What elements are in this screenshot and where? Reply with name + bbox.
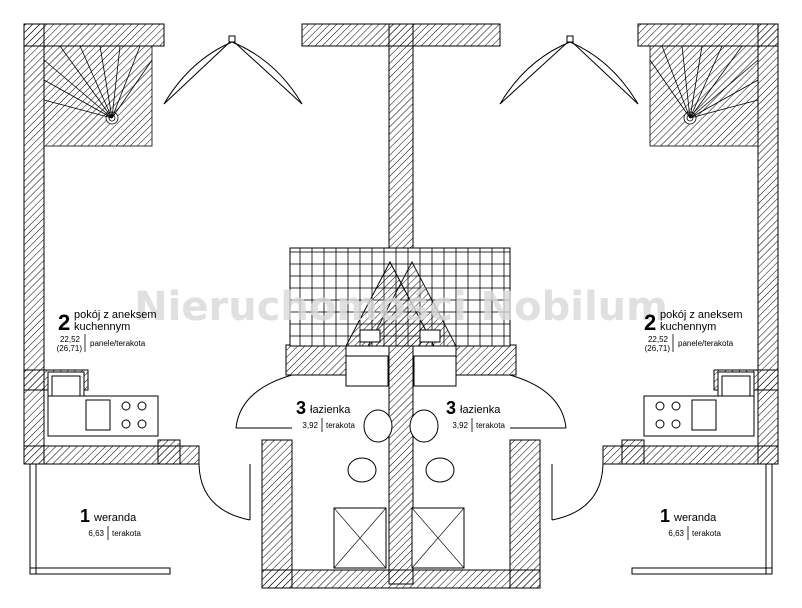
left-bath-side-wall [261, 439, 293, 589]
room-finish: terakota [692, 529, 721, 538]
room-label-right-veranda: 1 weranda 6,63 terakota [660, 506, 721, 540]
room-finish: terakota [476, 421, 505, 430]
right-kitchen [621, 371, 755, 465]
room-label-left-living: 2 pokój z aneksem kuchennym 22,52 (26,71… [57, 309, 157, 353]
left-sink [363, 409, 393, 443]
room-name: kuchennym [74, 321, 130, 333]
room-area: 6,63 [88, 529, 104, 538]
right-top-door [499, 35, 639, 105]
bath-doors [235, 374, 567, 429]
room-area: 3,92 [452, 421, 468, 430]
room-area: 22,52 [60, 335, 81, 344]
left-bath-top-wall [285, 344, 347, 376]
right-bath-top-wall [455, 344, 517, 376]
left-bottom-wall [23, 445, 200, 465]
left-top-door [163, 35, 303, 105]
room-area: 6,63 [668, 529, 684, 538]
right-bottom-wall [602, 445, 779, 465]
bath-bottom-wall [261, 569, 541, 589]
room-name: łazienka [460, 404, 501, 416]
room-name: łazienka [310, 404, 351, 416]
cabinets [345, 355, 457, 387]
room-name: pokój z aneksem [74, 309, 157, 321]
left-outer-wall [23, 23, 45, 465]
veranda-doors [198, 463, 604, 521]
room-finish: terakota [326, 421, 355, 430]
left-staircase [43, 45, 153, 147]
right-sink [409, 409, 439, 443]
left-kitchen [47, 371, 181, 465]
right-top-wall [637, 23, 779, 47]
room-number: 2 [58, 310, 70, 335]
left-toilet [347, 457, 377, 483]
room-number: 1 [80, 506, 90, 526]
room-name: weranda [93, 512, 137, 524]
room-area: 3,92 [302, 421, 318, 430]
room-finish: panele/terakota [678, 339, 734, 348]
room-label-right-living: 2 pokój z aneksem kuchennym 22,52 (26,71… [644, 309, 743, 353]
left-bath-fixtures [333, 409, 393, 569]
room-finish: panele/terakota [90, 339, 146, 348]
tiled-area [289, 247, 511, 347]
room-number: 2 [644, 310, 656, 335]
room-number: 1 [660, 506, 670, 526]
watermark-text: Nieruchomości Nobilum [134, 284, 668, 330]
room-label-left-bath: 3 łazienka 3,92 terakota [296, 398, 355, 432]
room-area-alt: (26,71) [57, 344, 83, 353]
room-name: kuchennym [660, 321, 716, 333]
room-name: weranda [673, 512, 717, 524]
room-number: 3 [446, 398, 456, 418]
room-name: pokój z aneksem [660, 309, 743, 321]
left-top-wall [23, 23, 165, 47]
right-outer-wall [757, 23, 779, 465]
right-toilet [425, 457, 455, 483]
right-bath-fixtures [409, 409, 465, 569]
bathroom-walls [261, 344, 541, 589]
verandas [29, 463, 773, 575]
room-label-right-bath: 3 łazienka 3,92 terakota [446, 398, 505, 432]
room-label-left-veranda: 1 weranda 6,63 terakota [80, 506, 141, 540]
room-area: 22,52 [648, 335, 669, 344]
room-area-alt: (26,71) [645, 344, 671, 353]
room-number: 3 [296, 398, 306, 418]
room-finish: terakota [112, 529, 141, 538]
right-staircase [649, 45, 759, 147]
right-bath-side-wall [509, 439, 541, 589]
